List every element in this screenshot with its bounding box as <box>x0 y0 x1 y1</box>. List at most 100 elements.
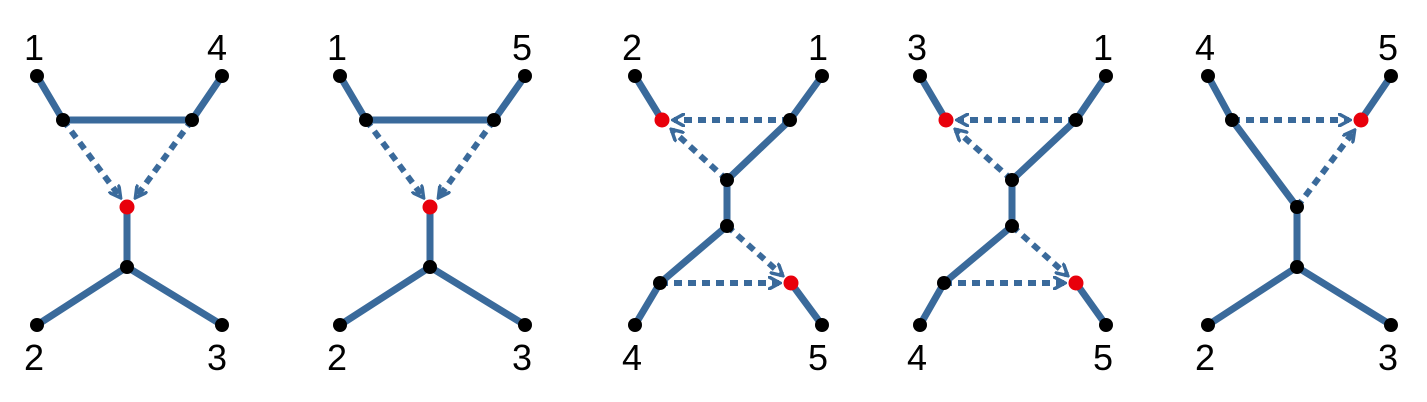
tree-edge <box>1204 263 1301 329</box>
leaf-node <box>1384 69 1398 83</box>
internal-node <box>1069 113 1083 127</box>
internal-node <box>1290 260 1304 274</box>
highlighted-node <box>1353 112 1369 128</box>
tree-edge <box>123 263 226 329</box>
leaf-node <box>913 318 927 332</box>
internal-node <box>1005 173 1019 187</box>
tree-edge <box>1008 116 1080 184</box>
internal-node <box>487 113 501 127</box>
leaf-node <box>628 69 642 83</box>
leaf-label-top-left: 4 <box>1195 27 1215 68</box>
tree-edge <box>490 72 529 124</box>
highlighted-node <box>783 275 799 291</box>
internal-node <box>1005 219 1019 233</box>
leaf-node <box>215 318 229 332</box>
leaf-label-bottom-right: 3 <box>1378 337 1398 378</box>
tree-edge <box>1072 72 1110 124</box>
tree-edge <box>336 263 434 329</box>
internal-node <box>653 276 667 290</box>
leaf-label-top-left: 1 <box>24 27 44 68</box>
leaf-node <box>1201 69 1215 83</box>
panel-5: 4 5 2 3 <box>1195 27 1398 378</box>
leaf-label-top-right: 1 <box>1093 27 1113 68</box>
highlighted-node <box>422 199 438 215</box>
leaf-node <box>333 318 347 332</box>
tree-edge <box>631 72 666 124</box>
leaf-label-bottom-left: 2 <box>1195 337 1215 378</box>
leaf-node <box>628 318 642 332</box>
leaf-node <box>913 69 927 83</box>
dashed-arrow <box>439 118 497 197</box>
tree-edge <box>656 222 731 287</box>
leaf-node <box>1099 318 1113 332</box>
leaf-node <box>30 318 44 332</box>
internal-node <box>937 276 951 290</box>
tree-edge <box>1072 279 1110 329</box>
leaf-label-top-left: 3 <box>907 27 927 68</box>
leaf-node <box>815 69 829 83</box>
leaf-node <box>1201 318 1215 332</box>
internal-node <box>185 113 199 127</box>
internal-node <box>1225 113 1239 127</box>
dashed-arrow <box>1294 131 1354 209</box>
dashed-arrow <box>672 130 730 183</box>
highlighted-node <box>938 112 954 128</box>
panel-1: 1 4 2 3 <box>24 27 229 378</box>
internal-node <box>120 260 134 274</box>
leaf-label-top-right: 5 <box>512 27 532 68</box>
dashed-arrow <box>60 118 120 197</box>
leaf-label-bottom-left: 4 <box>622 337 642 378</box>
panel-4: 3 1 4 5 <box>907 27 1113 378</box>
leaf-node <box>215 69 229 83</box>
dashed-arrow <box>136 118 195 197</box>
leaf-label-bottom-right: 5 <box>1093 337 1113 378</box>
tree-edge <box>188 72 226 124</box>
leaf-node <box>518 318 532 332</box>
dashed-arrow <box>1010 223 1067 275</box>
tree-edge <box>787 279 826 329</box>
panel-2: 1 5 2 3 <box>327 27 532 378</box>
highlighted-node <box>1068 275 1084 291</box>
tree-edge <box>916 72 950 124</box>
leaf-node <box>30 69 44 83</box>
dashed-arrow <box>956 130 1014 183</box>
leaf-label-top-left: 1 <box>327 27 347 68</box>
tree-edge <box>1204 72 1236 124</box>
tree-edge <box>786 72 826 124</box>
tree-edge <box>631 279 664 329</box>
leaf-node <box>1099 69 1113 83</box>
internal-node <box>56 113 70 127</box>
internal-node <box>783 113 797 127</box>
internal-node <box>359 113 373 127</box>
internal-node <box>720 173 734 187</box>
tree-edge <box>723 116 794 184</box>
highlighted-node <box>654 112 670 128</box>
leaf-label-top-left: 2 <box>622 27 642 68</box>
tree-edge <box>336 72 370 124</box>
leaf-label-bottom-left: 4 <box>907 337 927 378</box>
leaf-label-bottom-left: 2 <box>327 337 347 378</box>
leaf-node <box>333 69 347 83</box>
tree-edge <box>33 263 131 329</box>
leaf-label-bottom-right: 5 <box>808 337 828 378</box>
tree-edge <box>1293 263 1395 329</box>
leaf-label-bottom-right: 3 <box>207 337 227 378</box>
internal-node <box>423 260 437 274</box>
panel-3: 2 1 4 5 <box>622 27 829 378</box>
tree-edge <box>916 279 948 329</box>
internal-node <box>1290 200 1304 214</box>
leaf-label-top-right: 1 <box>808 27 828 68</box>
dashed-arrow <box>363 118 423 197</box>
leaf-node <box>815 318 829 332</box>
leaf-label-top-right: 5 <box>1378 27 1398 68</box>
tree-edge <box>33 72 67 124</box>
leaf-node <box>518 69 532 83</box>
leaf-node <box>1384 318 1398 332</box>
leaf-label-bottom-right: 3 <box>512 337 532 378</box>
internal-node <box>720 219 734 233</box>
dashed-arrow <box>725 223 782 275</box>
tree-edge <box>426 263 529 329</box>
tree-edge <box>1357 72 1395 124</box>
highlighted-node <box>119 199 135 215</box>
